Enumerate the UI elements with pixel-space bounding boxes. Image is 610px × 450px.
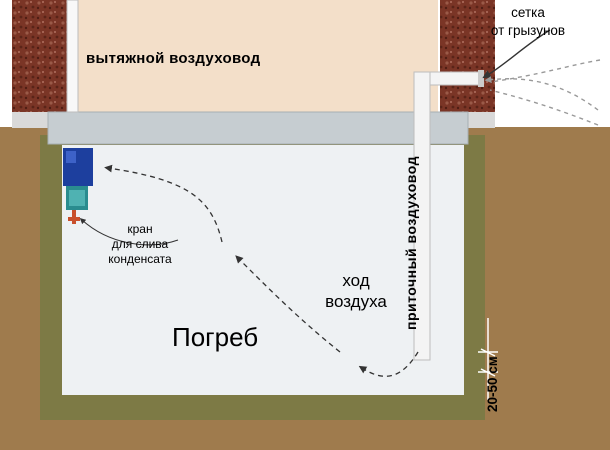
drain-tap-label-line2: для слива	[111, 237, 169, 251]
outside-air-flow	[484, 59, 601, 126]
supply-duct-label: приточный воздуховод	[403, 156, 419, 330]
left-brick-wall	[12, 0, 67, 112]
supply-duct	[413, 70, 484, 361]
cellar-interior	[62, 145, 464, 395]
fan-unit	[63, 148, 93, 210]
cellar-label: Погреб	[172, 322, 259, 352]
air-flow-label-line2: воздуха	[325, 292, 387, 311]
drain-tap-label: кран для слива конденсата	[90, 222, 190, 267]
gap-dimension	[478, 318, 498, 400]
right-brick-wall	[440, 0, 495, 112]
cellar-air-flow	[104, 164, 419, 377]
drain-tap-label-line3: конденсата	[108, 252, 172, 266]
house-interior	[78, 0, 438, 112]
air-flow-label: ход воздуха	[296, 270, 416, 312]
drain-tap-label-line1: кран	[127, 222, 153, 236]
tap-label-arrow	[79, 218, 179, 246]
rodent-mesh-label: сетка от грызунов	[458, 4, 598, 40]
rodent-mesh-grille	[478, 70, 484, 87]
gap-dimension-label: 20-50 см	[485, 356, 500, 412]
drain-tap-icon	[68, 210, 80, 224]
floor-slab	[47, 111, 469, 145]
mesh-label-arrow	[482, 29, 551, 79]
rodent-mesh-label-line1: сетка	[511, 5, 545, 20]
exhaust-duct-label: вытяжной воздуховод	[86, 50, 261, 67]
air-flow-label-line1: ход	[342, 271, 370, 290]
exhaust-duct	[66, 0, 79, 113]
rodent-mesh-label-line2: от грызунов	[490, 23, 566, 38]
left-plinth	[12, 112, 52, 128]
right-plinth	[462, 112, 495, 128]
